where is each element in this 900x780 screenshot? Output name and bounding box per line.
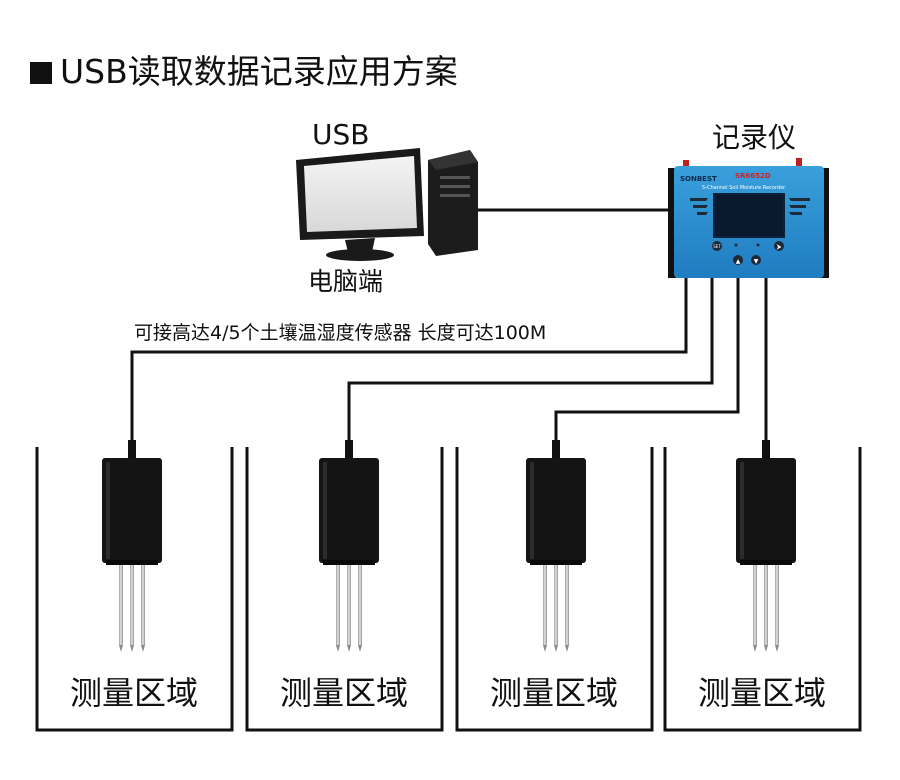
square-bullet-icon (30, 62, 52, 84)
sensor-cable-gland (552, 440, 560, 460)
sensor-body (319, 458, 379, 563)
recorder-brand: SONBEST (680, 175, 717, 183)
sensor-cable-gland (762, 440, 770, 460)
sensor-probe-1 (119, 565, 123, 645)
up-arrow-icon: ▲ (736, 258, 741, 265)
set-button (712, 241, 722, 251)
zone-4-box (663, 447, 862, 732)
zone-1-label: 测量区域 (69, 674, 198, 712)
sensor-probe-3 (358, 565, 362, 645)
usb-label: USB (312, 118, 370, 151)
sensor-probe-2 (130, 565, 134, 645)
sensor-probe-2 (347, 565, 351, 645)
sensor-body (102, 458, 162, 563)
computer-label: 电脑端 (308, 267, 384, 296)
recorder-device: SONBEST SR6652D 5-Channel Soil Moisture … (668, 158, 829, 278)
zone-3-label: 测量区域 (489, 674, 618, 712)
zone-1-box (35, 447, 234, 732)
zone-4-label: 测量区域 (697, 674, 826, 712)
sensor-cable-gland (128, 440, 136, 460)
set-button-label: SET (713, 244, 721, 249)
sensor-body (526, 458, 586, 563)
recorder-screen (713, 193, 785, 238)
right-arrow-icon: ⮞ (776, 243, 781, 251)
sensors (102, 440, 796, 652)
sensor-probe-3 (141, 565, 145, 645)
soil-sensor-4 (736, 440, 796, 652)
recorder-model: SR6652D (735, 172, 771, 180)
zone-3-box (455, 447, 654, 732)
pc-tower (428, 150, 478, 256)
soil-sensor-2 (319, 440, 379, 652)
down-button (751, 255, 761, 265)
sensor-probe-3 (565, 565, 569, 645)
cable-2 (347, 278, 714, 448)
recorder-label: 记录仪 (712, 121, 797, 154)
sensor-body (736, 458, 796, 563)
diagram-title: USB读取数据记录应用方案 (30, 50, 458, 94)
sensor-probe-1 (543, 565, 547, 645)
cables (130, 208, 768, 448)
monitor (296, 148, 424, 261)
sensor-probe-2 (764, 565, 768, 645)
zone-2-label: 测量区域 (279, 674, 408, 712)
zone-containers (35, 447, 862, 732)
cable-3 (554, 278, 740, 448)
sensor-probe-2 (554, 565, 558, 645)
computer (296, 148, 478, 261)
title-text: USB读取数据记录应用方案 (60, 52, 458, 91)
recorder-vents-right (789, 198, 810, 215)
sensor-cable-gland (345, 440, 353, 460)
cable-note: 可接高达4/5个土壤温湿度传感器 长度可达100M (132, 318, 549, 345)
sensor-probe-1 (336, 565, 340, 645)
up-button (733, 255, 743, 265)
right-button (774, 241, 784, 251)
recorder-vents-left (690, 198, 708, 215)
zone-2-box (245, 447, 444, 732)
down-arrow-icon: ▼ (754, 258, 759, 265)
soil-sensor-3 (526, 440, 586, 652)
sensor-probe-1 (753, 565, 757, 645)
sensor-probe-3 (775, 565, 779, 645)
cable-1 (130, 278, 688, 448)
recorder-subtitle: 5-Channel Soil Moisture Recorder (702, 185, 786, 191)
soil-sensor-1 (102, 440, 162, 652)
